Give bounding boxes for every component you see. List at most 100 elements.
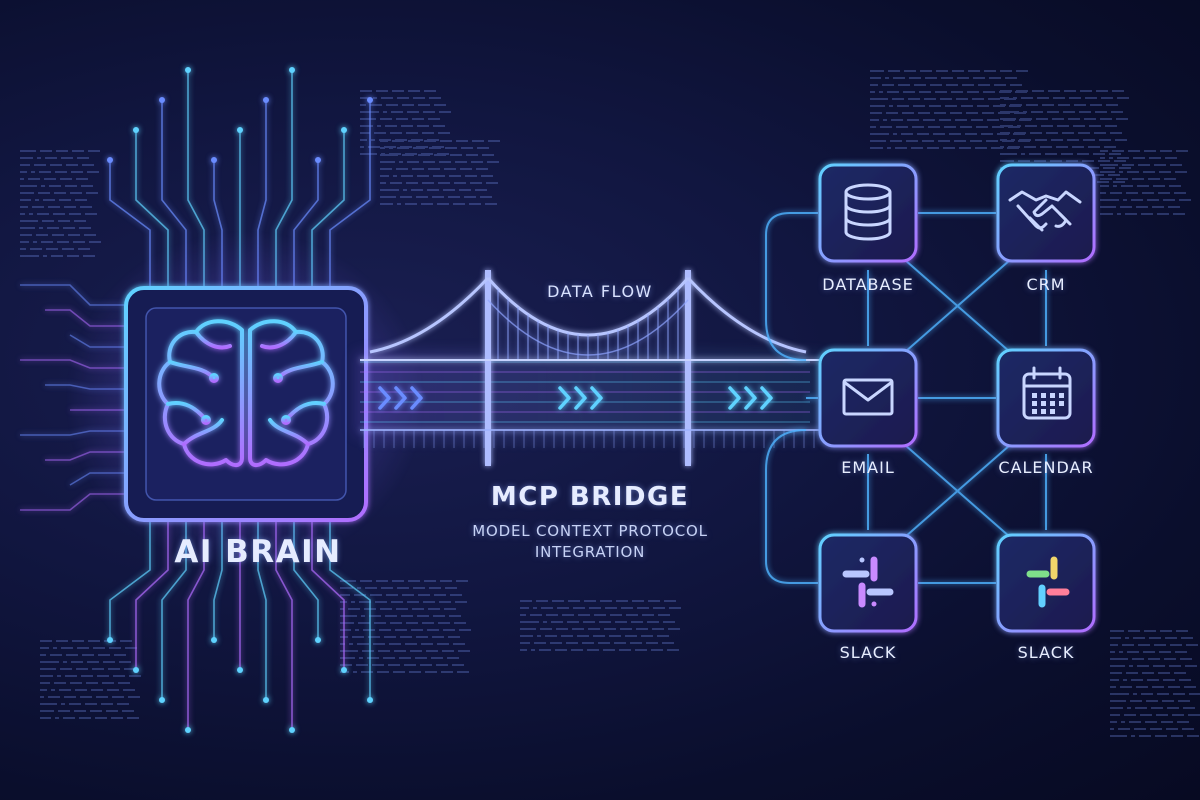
code-dash bbox=[1168, 206, 1180, 208]
tool-tile-database[interactable] bbox=[818, 163, 918, 263]
code-dash bbox=[42, 220, 54, 222]
code-dash bbox=[417, 175, 429, 177]
code-dash bbox=[1108, 174, 1120, 176]
code-dash bbox=[1011, 139, 1015, 141]
code-dash bbox=[991, 147, 1003, 149]
code-dash bbox=[340, 629, 351, 631]
code-dash bbox=[1122, 644, 1134, 646]
code-dash bbox=[59, 689, 71, 691]
code-dash bbox=[389, 147, 393, 149]
circuit-node bbox=[133, 127, 139, 133]
code-dash bbox=[1122, 164, 1134, 166]
code-dash bbox=[85, 213, 97, 215]
code-dash bbox=[127, 717, 139, 719]
code-dash bbox=[888, 70, 900, 72]
code-dash bbox=[1083, 139, 1095, 141]
tool-tile-slack-color[interactable] bbox=[996, 533, 1096, 633]
code-dash bbox=[34, 164, 46, 166]
code-dash bbox=[380, 161, 395, 163]
code-dash bbox=[1140, 714, 1152, 716]
code-dash bbox=[77, 157, 89, 159]
code-dash bbox=[1188, 714, 1200, 716]
code-dash bbox=[1110, 686, 1116, 688]
circuit-node bbox=[211, 637, 217, 643]
code-dash bbox=[29, 213, 33, 215]
tool-tile-crm[interactable] bbox=[996, 163, 1096, 263]
code-dash bbox=[1000, 104, 1006, 106]
code-dash bbox=[67, 255, 79, 257]
code-dash bbox=[443, 629, 455, 631]
code-dash bbox=[434, 104, 446, 106]
code-dash bbox=[455, 601, 467, 603]
code-dash bbox=[1110, 728, 1114, 730]
code-dash bbox=[541, 607, 553, 609]
code-dash bbox=[361, 671, 373, 673]
code-dash bbox=[572, 628, 584, 630]
code-dash bbox=[1000, 132, 1010, 134]
code-dash bbox=[379, 629, 391, 631]
code-dash bbox=[923, 119, 935, 121]
code-dash bbox=[447, 657, 459, 659]
tool-tile-email[interactable] bbox=[818, 348, 918, 448]
code-dash bbox=[1143, 171, 1155, 173]
code-dash bbox=[882, 84, 894, 86]
code-dash bbox=[112, 696, 124, 698]
circuit-node bbox=[107, 637, 113, 643]
calendar-day-dot bbox=[1050, 393, 1055, 398]
code-dash bbox=[1166, 728, 1178, 730]
code-dash bbox=[402, 594, 414, 596]
code-dash bbox=[870, 147, 883, 149]
code-dash bbox=[416, 196, 428, 198]
ai-brain-chip[interactable] bbox=[124, 286, 368, 522]
code-dash bbox=[1165, 157, 1177, 159]
data-flow-beam bbox=[355, 352, 825, 436]
code-dash bbox=[911, 147, 923, 149]
code-dash bbox=[520, 628, 536, 630]
code-dash bbox=[453, 643, 465, 645]
code-dash bbox=[897, 105, 909, 107]
code-dash bbox=[407, 161, 419, 163]
code-dash bbox=[1120, 206, 1132, 208]
code-dash bbox=[40, 703, 57, 705]
code-dash bbox=[416, 146, 428, 148]
code-dash bbox=[369, 615, 381, 617]
code-dash bbox=[425, 671, 437, 673]
code-dash bbox=[1153, 185, 1165, 187]
code-dash bbox=[1088, 146, 1100, 148]
code-dash bbox=[1050, 160, 1062, 162]
code-dash bbox=[1087, 167, 1099, 169]
code-dash bbox=[1000, 97, 1009, 99]
code-dash bbox=[1008, 146, 1020, 148]
tool-tile-calendar[interactable] bbox=[996, 348, 1096, 448]
code-dash bbox=[1119, 167, 1131, 169]
code-dash bbox=[1095, 111, 1107, 113]
code-dash bbox=[919, 91, 931, 93]
code-dash bbox=[434, 154, 446, 156]
code-dash bbox=[439, 161, 451, 163]
code-dash bbox=[80, 206, 92, 208]
code-dash bbox=[76, 178, 88, 180]
code-dash bbox=[1151, 707, 1163, 709]
circuit-node bbox=[263, 97, 269, 103]
code-dash bbox=[1032, 90, 1044, 92]
code-dash bbox=[1100, 178, 1112, 180]
code-dash bbox=[952, 70, 964, 72]
circuit-node bbox=[367, 97, 373, 103]
code-dash bbox=[1036, 118, 1048, 120]
code-dash bbox=[397, 203, 401, 205]
code-dash bbox=[433, 615, 445, 617]
code-dash bbox=[556, 628, 568, 630]
code-dash bbox=[65, 185, 77, 187]
circuit-trace bbox=[109, 520, 151, 640]
code-dash bbox=[91, 689, 103, 691]
brain-icon bbox=[157, 319, 335, 467]
code-dash bbox=[663, 621, 675, 623]
code-dash bbox=[621, 607, 633, 609]
code-dash bbox=[1145, 721, 1157, 723]
code-dash bbox=[530, 614, 542, 616]
code-dash bbox=[927, 147, 939, 149]
code-dash bbox=[1118, 728, 1130, 730]
code-dash bbox=[955, 119, 967, 121]
code-dash bbox=[664, 600, 676, 602]
tool-tile-slack-mono[interactable] bbox=[818, 533, 918, 633]
